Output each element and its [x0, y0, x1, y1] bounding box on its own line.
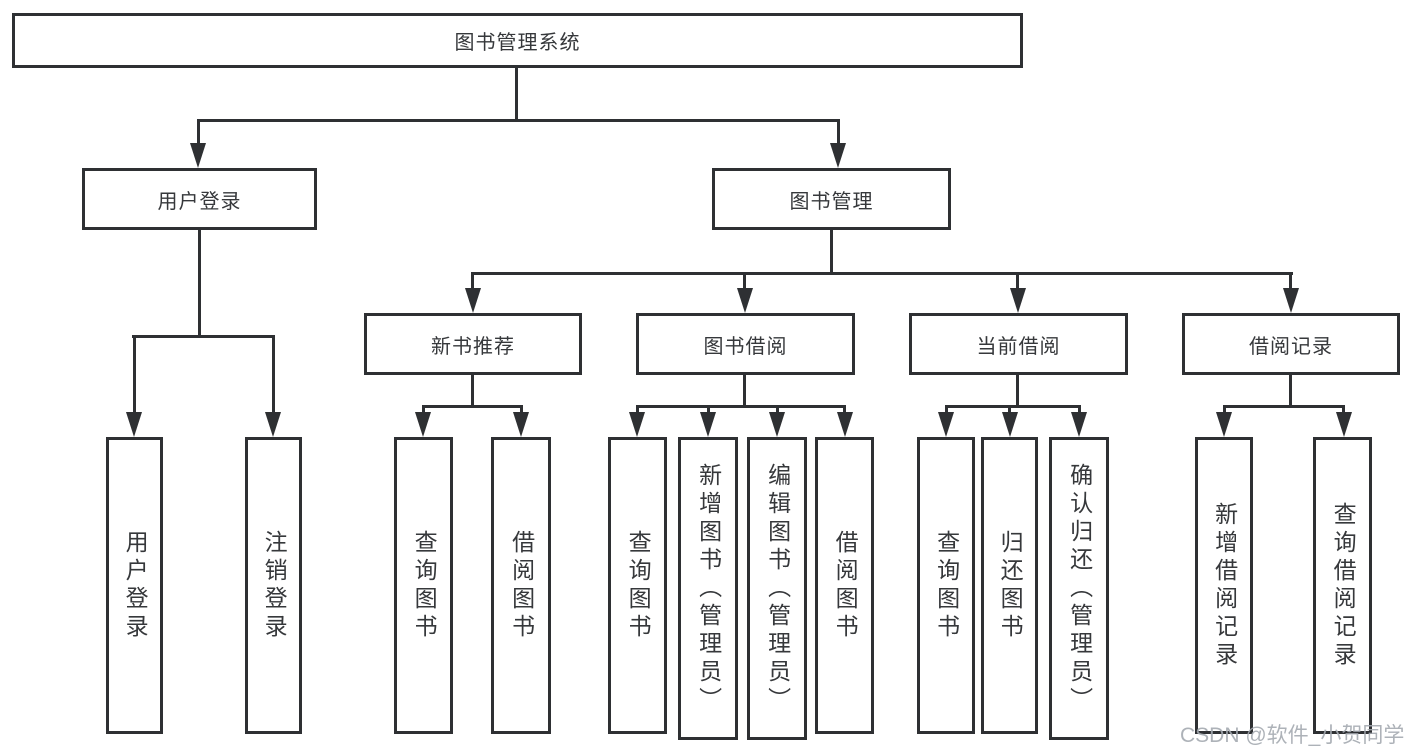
leaf-br-add-label: 新增借阅记录	[1211, 501, 1238, 670]
node-leaf-bb-add: 新增图书（管理员）	[678, 437, 738, 740]
connector-drop-current-borrow	[1016, 272, 1019, 292]
csdn-watermark: CSDN @软件_小贺同学	[1180, 724, 1405, 747]
arrowhead-rec-query	[415, 412, 431, 437]
node-leaf-cb-confirm: 确认归还（管理员）	[1049, 437, 1109, 740]
leaf-cb-confirm-label: 确认归还（管理员）	[1066, 462, 1093, 715]
arrowhead-current-borrow	[1010, 288, 1026, 313]
connector-current-borrow-stem	[1016, 373, 1019, 407]
node-leaf-logout: 注销登录	[245, 437, 302, 734]
connector-drop-cb-return	[1008, 405, 1011, 415]
leaf-bb-edit-label: 编辑图书（管理员）	[764, 462, 791, 715]
arrowhead-cb-return	[1002, 412, 1018, 437]
node-leaf-rec-borrow: 借阅图书	[491, 437, 551, 734]
arrowhead-bb-edit	[769, 412, 785, 437]
node-leaf-user-login: 用户登录	[106, 437, 163, 734]
connector-drop-cb-query	[945, 405, 948, 415]
arrowhead-new-book-rec	[465, 288, 481, 313]
connector-book-mgmt-stem	[830, 230, 833, 275]
node-leaf-cb-query: 查询图书	[917, 437, 975, 734]
connector-drop-leaf-user-login	[133, 335, 136, 415]
connector-book-mgmt-branch	[471, 272, 1293, 275]
connector-user-login-stem	[198, 230, 201, 337]
arrowhead-leaf-user-login	[126, 412, 142, 437]
leaf-rec-query-label: 查询图书	[411, 529, 438, 642]
connector-drop-rec-query	[422, 405, 425, 415]
connector-drop-bb-borrow	[843, 405, 846, 415]
connector-borrow-record-branch	[1223, 405, 1345, 408]
arrowhead-rec-borrow	[513, 412, 529, 437]
node-leaf-bb-borrow: 借阅图书	[815, 437, 874, 734]
connector-book-borrow-branch	[636, 405, 846, 408]
node-book-borrow: 图书借阅	[636, 313, 855, 375]
arrowhead-book-mgmt	[830, 143, 846, 168]
arrowhead-book-borrow	[737, 288, 753, 313]
node-leaf-cb-return: 归还图书	[981, 437, 1038, 734]
arrowhead-leaf-logout	[265, 412, 281, 437]
arrowhead-br-query	[1336, 412, 1352, 437]
connector-current-borrow-branch	[945, 405, 1081, 408]
node-current-borrow: 当前借阅	[909, 313, 1128, 375]
connector-drop-br-query	[1342, 405, 1345, 415]
leaf-bb-add-label: 新增图书（管理员）	[695, 462, 722, 715]
connector-drop-leaf-logout	[272, 335, 275, 415]
node-leaf-bb-edit: 编辑图书（管理员）	[747, 437, 807, 740]
arrowhead-user-login	[190, 143, 206, 168]
arrowhead-br-add	[1216, 412, 1232, 437]
leaf-user-login-label: 用户登录	[122, 529, 149, 642]
node-user-login: 用户登录	[82, 168, 317, 230]
connector-drop-rec-borrow	[520, 405, 523, 415]
leaf-rec-borrow-label: 借阅图书	[508, 529, 535, 642]
connector-drop-bb-edit	[776, 405, 779, 415]
arrowhead-bb-query	[629, 412, 645, 437]
connector-drop-borrow-record	[1289, 272, 1292, 292]
node-leaf-rec-query: 查询图书	[394, 437, 453, 734]
node-borrow-record: 借阅记录	[1182, 313, 1400, 375]
connector-drop-bb-query	[636, 405, 639, 415]
arrowhead-bb-add	[700, 412, 716, 437]
connector-drop-bb-add	[707, 405, 710, 415]
node-book-mgmt: 图书管理	[712, 168, 951, 230]
connector-root-branch	[197, 119, 840, 122]
leaf-cb-return-label: 归还图书	[997, 529, 1024, 642]
arrowhead-borrow-record	[1283, 288, 1299, 313]
connector-drop-cb-confirm	[1078, 405, 1081, 415]
connector-drop-user-login	[197, 119, 200, 150]
leaf-bb-query-label: 查询图书	[625, 529, 652, 642]
leaf-logout-label: 注销登录	[261, 529, 288, 642]
arrowhead-cb-query	[938, 412, 954, 437]
connector-new-book-rec-branch	[422, 405, 523, 408]
connector-user-login-branch	[132, 335, 275, 338]
connector-drop-book-mgmt	[837, 119, 840, 150]
leaf-bb-borrow-label: 借阅图书	[832, 529, 859, 642]
connector-new-book-rec-stem	[471, 373, 474, 407]
node-root: 图书管理系统	[12, 13, 1023, 68]
connector-drop-book-borrow	[743, 272, 746, 292]
node-leaf-bb-query: 查询图书	[608, 437, 667, 734]
leaf-br-query-label: 查询借阅记录	[1330, 501, 1357, 670]
arrowhead-bb-borrow	[837, 412, 853, 437]
connector-drop-br-add	[1223, 405, 1226, 415]
leaf-cb-query-label: 查询图书	[933, 529, 960, 642]
arrowhead-cb-confirm	[1071, 412, 1087, 437]
node-leaf-br-add: 新增借阅记录	[1195, 437, 1253, 734]
connector-root-stem	[515, 66, 518, 121]
connector-book-borrow-stem	[743, 373, 746, 407]
node-leaf-br-query: 查询借阅记录	[1313, 437, 1372, 734]
connector-borrow-record-stem	[1289, 373, 1292, 407]
connector-drop-new-book-rec	[471, 272, 474, 292]
node-new-book-rec: 新书推荐	[364, 313, 582, 375]
